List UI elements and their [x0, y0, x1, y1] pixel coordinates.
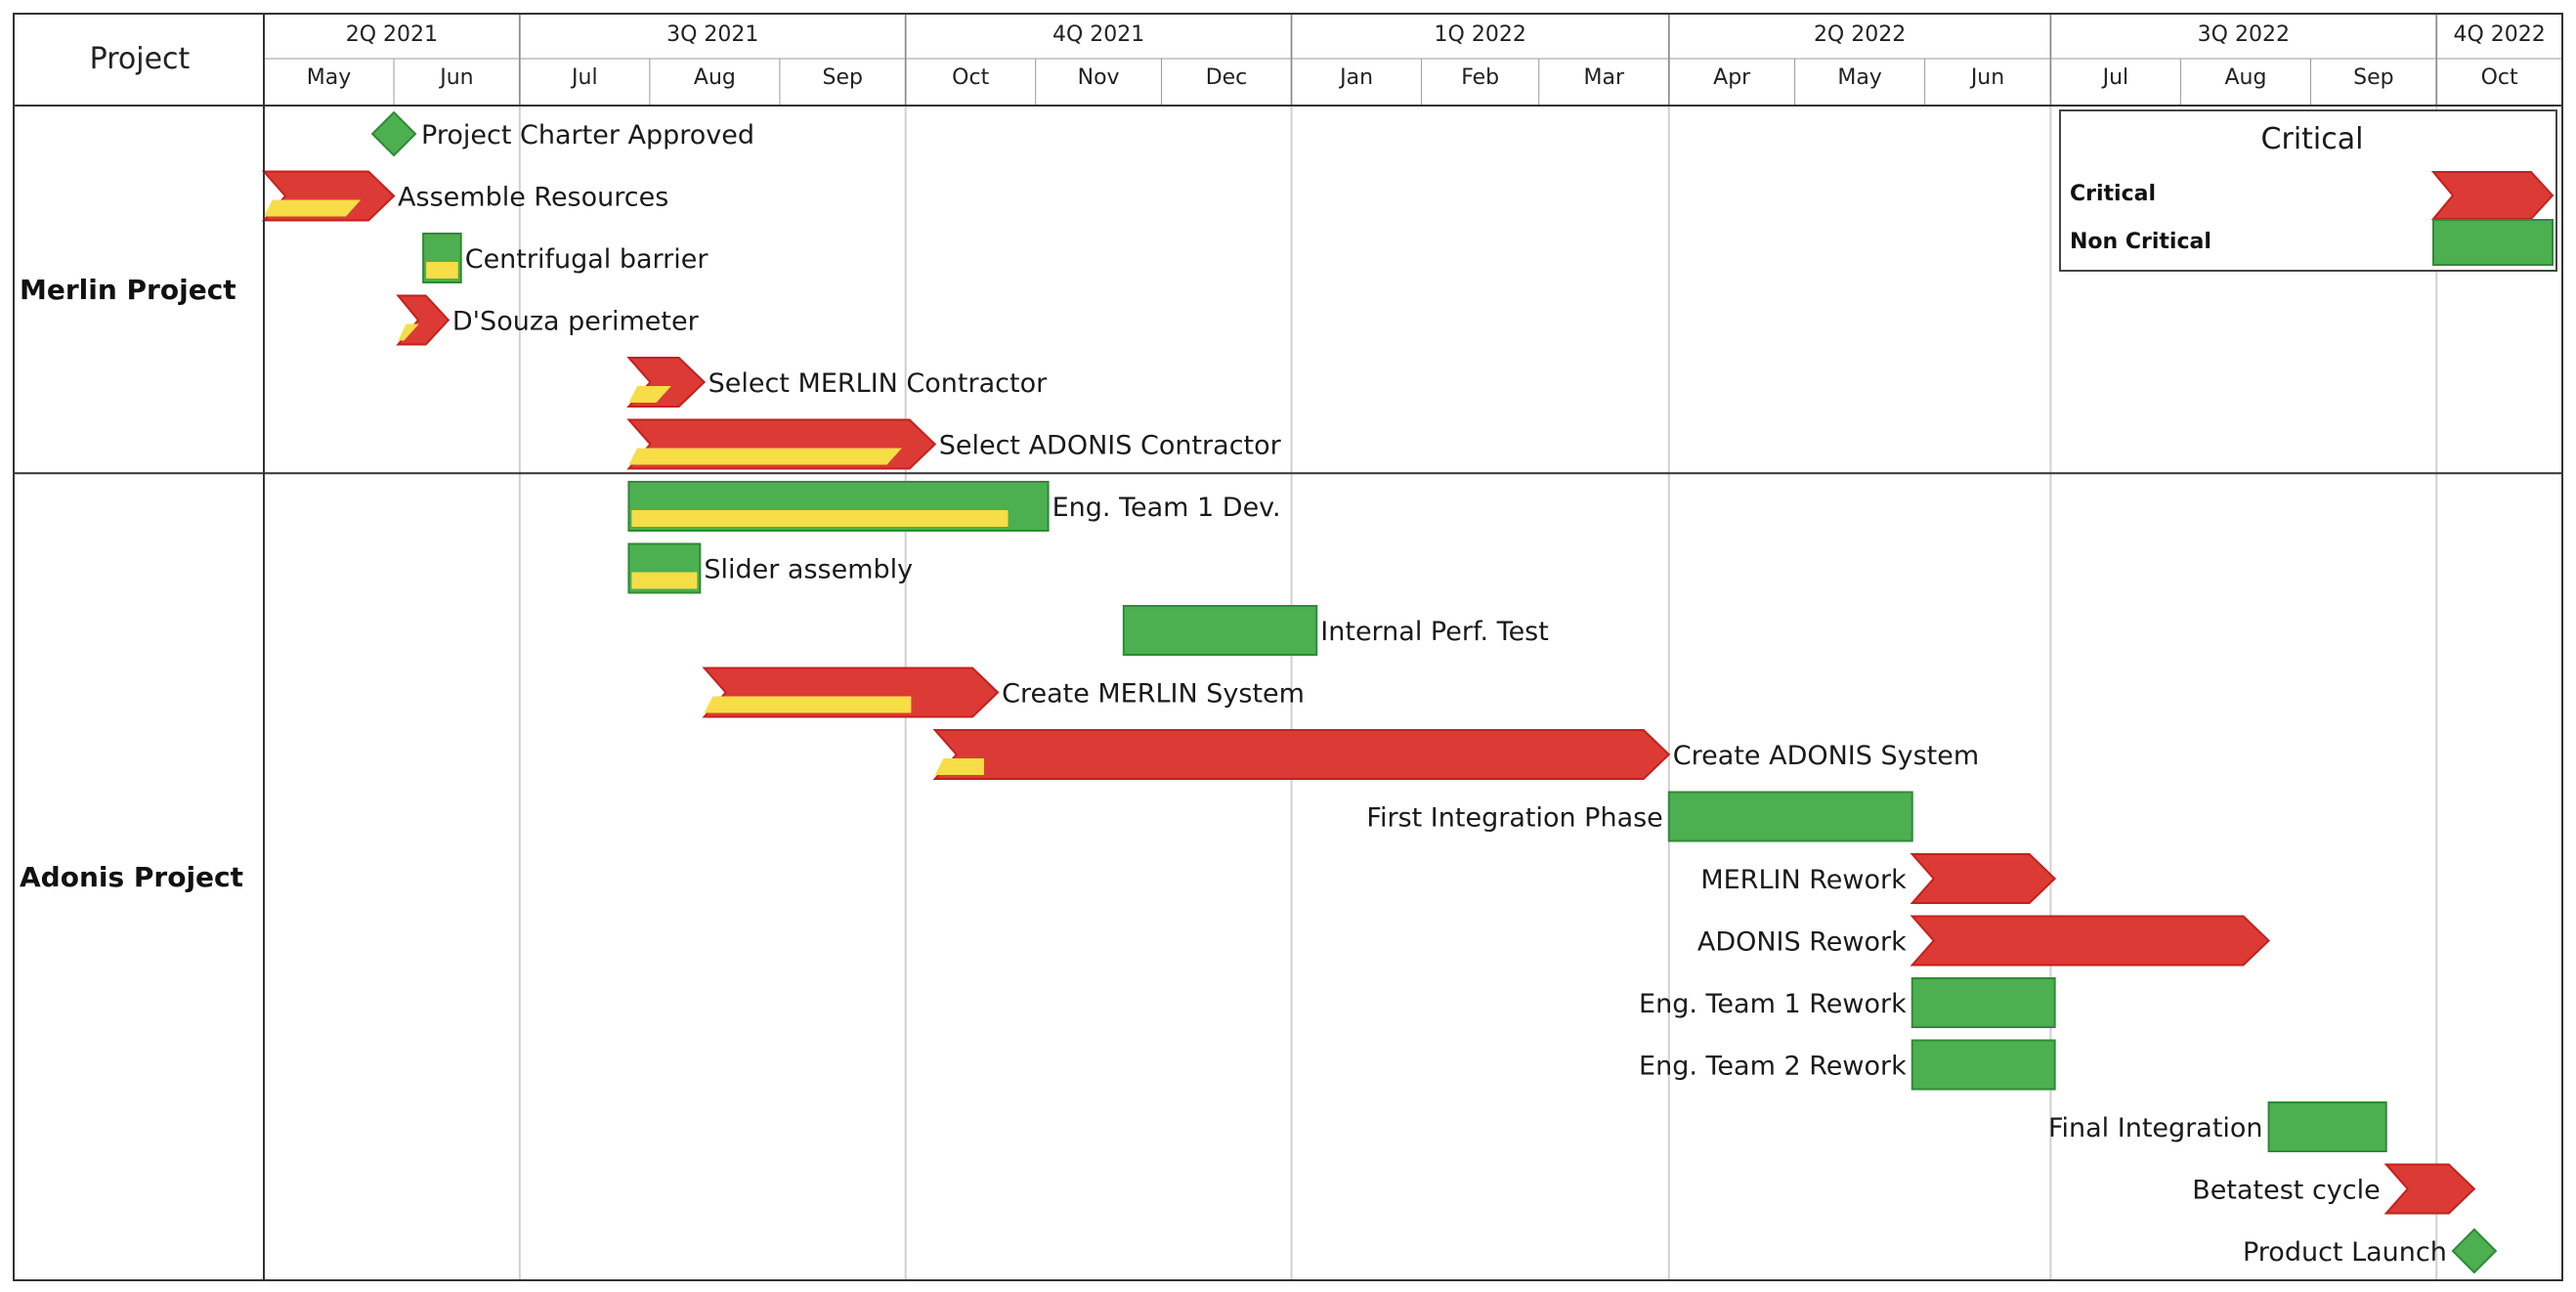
month-label: Jul	[570, 65, 598, 90]
month-label: May	[307, 65, 351, 90]
group-label: Adonis Project	[20, 861, 243, 893]
legend-noncritical-label: Non Critical	[2070, 230, 2211, 254]
critical-task-bar	[1910, 853, 2057, 904]
legend-title: Critical	[2261, 122, 2364, 156]
task-progress-bar	[628, 448, 902, 465]
task-progress-bar	[426, 262, 458, 279]
month-label: Dec	[1206, 65, 1248, 90]
task-label: Create MERLIN System	[1002, 679, 1305, 710]
task-label: D'Souza perimeter	[452, 307, 700, 337]
critical-task-bar	[932, 729, 1671, 780]
task-progress-bar	[264, 199, 362, 217]
month-label: May	[1837, 65, 1881, 90]
task-label: Select ADONIS Contractor	[939, 431, 1282, 461]
task-label: Final Integration	[2048, 1113, 2263, 1143]
task-bar	[2267, 1101, 2387, 1152]
legend-noncritical-swatch	[2432, 219, 2554, 266]
quarter-label: 4Q 2021	[1052, 22, 1144, 47]
task-label: Assemble Resources	[398, 183, 668, 213]
month-label: Jun	[438, 65, 473, 90]
task-progress-bar	[631, 572, 698, 589]
month-label: Mar	[1584, 65, 1625, 90]
task-label: Internal Perf. Test	[1320, 617, 1549, 647]
month-label: Jun	[1969, 65, 2004, 90]
month-label: Jul	[2101, 65, 2129, 90]
legend: Critical Critical Non Critical	[2059, 109, 2557, 272]
month-label: Oct	[952, 65, 989, 90]
quarter-label: 4Q 2022	[2453, 22, 2545, 47]
task-label: Centrifugal barrier	[465, 244, 709, 275]
task-bar	[1122, 605, 1318, 656]
milestone-marker	[2451, 1227, 2498, 1274]
task-label: Eng. Team 2 Rework	[1639, 1052, 1907, 1082]
task-label: MERLIN Rework	[1700, 865, 1907, 895]
milestone-marker	[370, 110, 417, 157]
month-label: Aug	[694, 65, 736, 90]
quarter-label: 3Q 2022	[2198, 22, 2290, 47]
task-progress-bar	[704, 696, 912, 713]
month-label: Nov	[1078, 65, 1120, 90]
task-progress-bar	[631, 510, 1009, 527]
task-progress-bar	[628, 386, 671, 403]
task-label: Project Charter Approved	[421, 120, 754, 151]
task-label: ADONIS Rework	[1697, 927, 1907, 958]
task-progress-bar	[398, 323, 419, 341]
quarter-label: 2Q 2022	[1814, 22, 1906, 47]
critical-task-bar	[1910, 915, 2271, 967]
task-bar	[1911, 977, 2056, 1028]
task-label: Eng. Team 1 Dev.	[1052, 493, 1281, 523]
critical-task-bar	[2383, 1163, 2476, 1215]
chart-frame	[13, 13, 2563, 1281]
month-label: Apr	[1713, 65, 1751, 90]
legend-critical-label: Critical	[2070, 182, 2156, 206]
task-label: Create ADONIS System	[1673, 741, 1979, 771]
quarter-label: 1Q 2022	[1435, 22, 1526, 47]
month-label: Sep	[823, 65, 863, 90]
task-progress-bar	[934, 758, 984, 775]
quarter-label: 2Q 2021	[346, 22, 438, 47]
task-label: Eng. Team 1 Rework	[1639, 989, 1907, 1019]
timeline-header: Project May Jun Jul Aug Sep Oct Nov Dec Jan Feb Ma…	[90, 22, 2546, 90]
task-label: Product Launch	[2243, 1237, 2447, 1268]
legend-swatches	[2430, 171, 2555, 266]
outer-frame	[13, 13, 2563, 1281]
task-bar	[1667, 791, 1913, 842]
task-bar	[1911, 1039, 2056, 1091]
task-label: First Integration Phase	[1366, 803, 1662, 834]
task-label: Betatest cycle	[2192, 1176, 2380, 1206]
project-column-header: Project	[90, 42, 191, 76]
month-label: Aug	[2224, 65, 2266, 90]
quarter-label: 3Q 2021	[666, 22, 758, 47]
group-label: Merlin Project	[20, 274, 236, 306]
month-label: Feb	[1461, 65, 1499, 90]
month-label: Sep	[2353, 65, 2393, 90]
month-label: Jan	[1338, 65, 1373, 90]
task-label: Select MERLIN Contractor	[708, 368, 1048, 399]
month-label: Oct	[2481, 65, 2518, 90]
task-label: Slider assembly	[704, 555, 913, 585]
